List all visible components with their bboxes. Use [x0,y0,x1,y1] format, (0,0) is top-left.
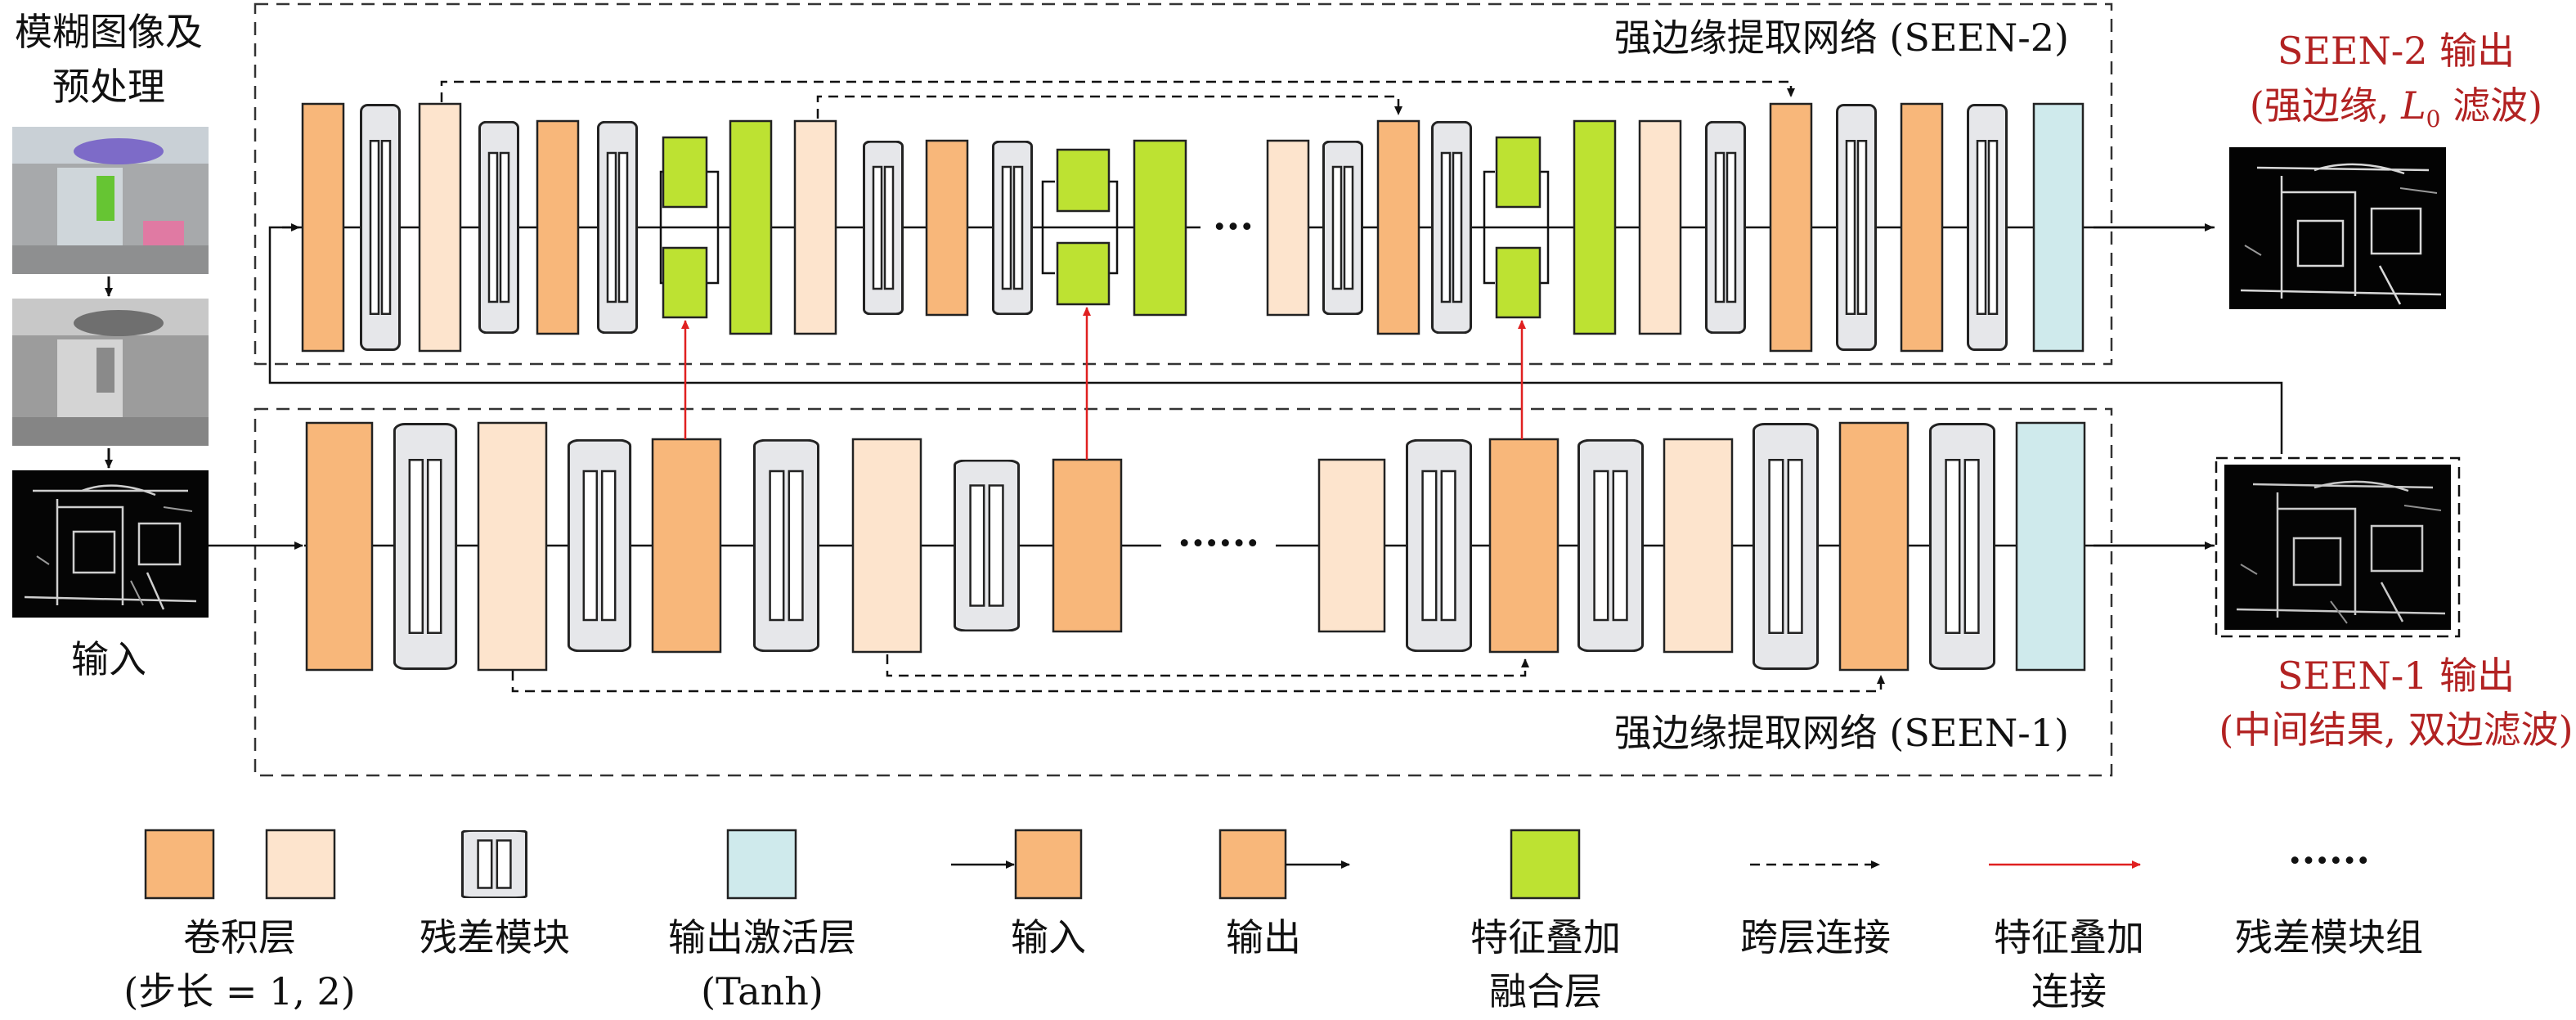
gray-image [12,299,209,446]
seen1-output-title: SEEN-1 输出 [2278,654,2515,698]
seen2-res-3 [597,121,638,334]
seen1-network: 强边缘提取网络 (SEEN-1) ······ [209,407,2215,777]
legend-fusion-label-2: 融合层 [1489,969,1602,1013]
seen1-res-5 [1407,440,1470,650]
seen2-fusion-a3 [729,119,773,335]
seen2-fusion-c3 [1573,119,1617,335]
left-panel: 模糊图像及 预处理 输入 [12,10,209,681]
legend-residual-label: 残差模块 [420,915,570,959]
seen2-output-desc: (强边缘, L0 滤波) [2250,83,2542,133]
seen1-conv-3 [651,438,722,654]
seen2-res-5 [992,141,1033,315]
seen2-ellipsis: ··· [1213,204,1254,249]
legend-conv-stride: (步长 = 1, 2) [123,969,355,1013]
seen1-conv-7 [1488,438,1560,654]
seen1-res-7 [1753,425,1817,669]
legend-conv-dark-swatch [144,829,215,900]
seen1-output: SEEN-1 输出 (中间结果, 双边滤波) [2215,456,2574,752]
legend-output-act-tanh: (Tanh) [701,969,824,1013]
legend-output-label: 输出 [1226,915,1301,959]
seen2-conv-3 [536,119,580,335]
seen2-conv-2 [418,102,462,353]
seen2-conv-7 [1376,119,1420,335]
seen2-label: 强边缘提取网络 (SEEN-2) [1614,16,2069,60]
seen1-label: 强边缘提取网络 (SEEN-1) [1614,711,2069,755]
seen1-output-desc: (中间结果, 双边滤波) [2219,708,2573,752]
seen2-fusion-c2 [1495,246,1542,319]
seen2-conv-4 [793,119,837,335]
seen1-conv-4 [851,438,922,654]
legend-residual-swatch [462,830,526,897]
seen2-conv-5 [925,139,969,317]
legend-conv-light-swatch [265,829,336,900]
seen2-fusion-a2 [662,246,708,319]
seen1-output-image [2224,465,2451,630]
seen2-res-8 [1705,121,1746,334]
seen2-res-4 [863,141,904,315]
legend-fusion-swatch [1510,829,1581,900]
legend: 卷积层 (步长 = 1, 2) 残差模块 输出激活层 (Tanh) 输入 输出 … [123,829,2423,1013]
seen2-conv-10 [1900,102,1944,353]
seen2-conv-6 [1266,139,1310,317]
seen2-res-9 [1836,104,1877,351]
seen1-tanh [2015,421,2086,672]
seen1-conv-8 [1663,438,1734,654]
seen2-res-1 [360,104,401,351]
seen2-res-2 [478,121,519,334]
legend-output-act-label: 输出激活层 [668,915,856,959]
seen1-frame [254,407,2113,777]
seen2-fusion-b2 [1056,241,1111,306]
seen1-res-8 [1930,425,1994,669]
left-panel-title: 模糊图像及 [15,10,203,54]
seen1-conv-1 [305,421,374,672]
seen1-res-4 [954,461,1018,631]
seen1-conv-9 [1838,421,1910,672]
legend-res-group-dots: ······ [2288,838,2370,883]
seen2-output: SEEN-2 输出 (强边缘, L0 滤波) [2229,29,2542,309]
seen1-res-3 [754,440,818,650]
seen2-fusion-b1 [1056,148,1111,213]
seen2-fusion-c1 [1495,136,1542,209]
blurry-image [12,127,209,274]
seen1-res-6 [1578,440,1642,650]
seen2-frame [254,2,2113,366]
seen2-conv-1 [301,102,345,353]
seen1-res-2 [568,440,630,650]
legend-res-group-label: 残差模块组 [2235,915,2423,959]
edge-image [12,470,209,618]
left-panel-subtitle: 预处理 [52,65,165,109]
input-label: 输入 [71,637,146,681]
seen1-res-1 [394,425,456,669]
seen2-res-10 [1967,104,2008,351]
seen2-conv-9 [1769,102,1813,353]
seen2-output-title: SEEN-2 输出 [2278,29,2515,73]
seen2-fusion-a1 [662,136,708,209]
seen2-tanh [2032,102,2085,353]
legend-conv-label: 卷积层 [183,915,296,959]
seen1-conv-2 [477,421,548,672]
legend-output-swatch [1218,829,1287,900]
seen1-conv-6 [1317,458,1386,633]
seen2-output-image [2229,147,2446,309]
feature-fusion-connections [681,307,1526,460]
seen2-conv-8 [1638,119,1682,335]
seen2-network: 强边缘提取网络 (SEEN-2) ··· [254,2,2283,454]
legend-input-swatch [1014,829,1083,900]
legend-tanh-swatch [726,829,797,900]
legend-feature-conn-label: 特征叠加 [1994,915,2144,959]
seen1-conv-5 [1052,458,1123,633]
legend-skip-label: 跨层连接 [1740,915,1891,959]
seen2-res-6 [1322,141,1363,315]
seen1-ellipsis: ······ [1178,520,1259,566]
legend-input-label: 输入 [1011,915,1086,959]
seen2-res-7 [1431,121,1472,334]
legend-feature-conn-label-2: 连接 [2031,969,2107,1013]
seen2-fusion-b3 [1133,139,1187,317]
legend-fusion-label: 特征叠加 [1470,915,1621,959]
